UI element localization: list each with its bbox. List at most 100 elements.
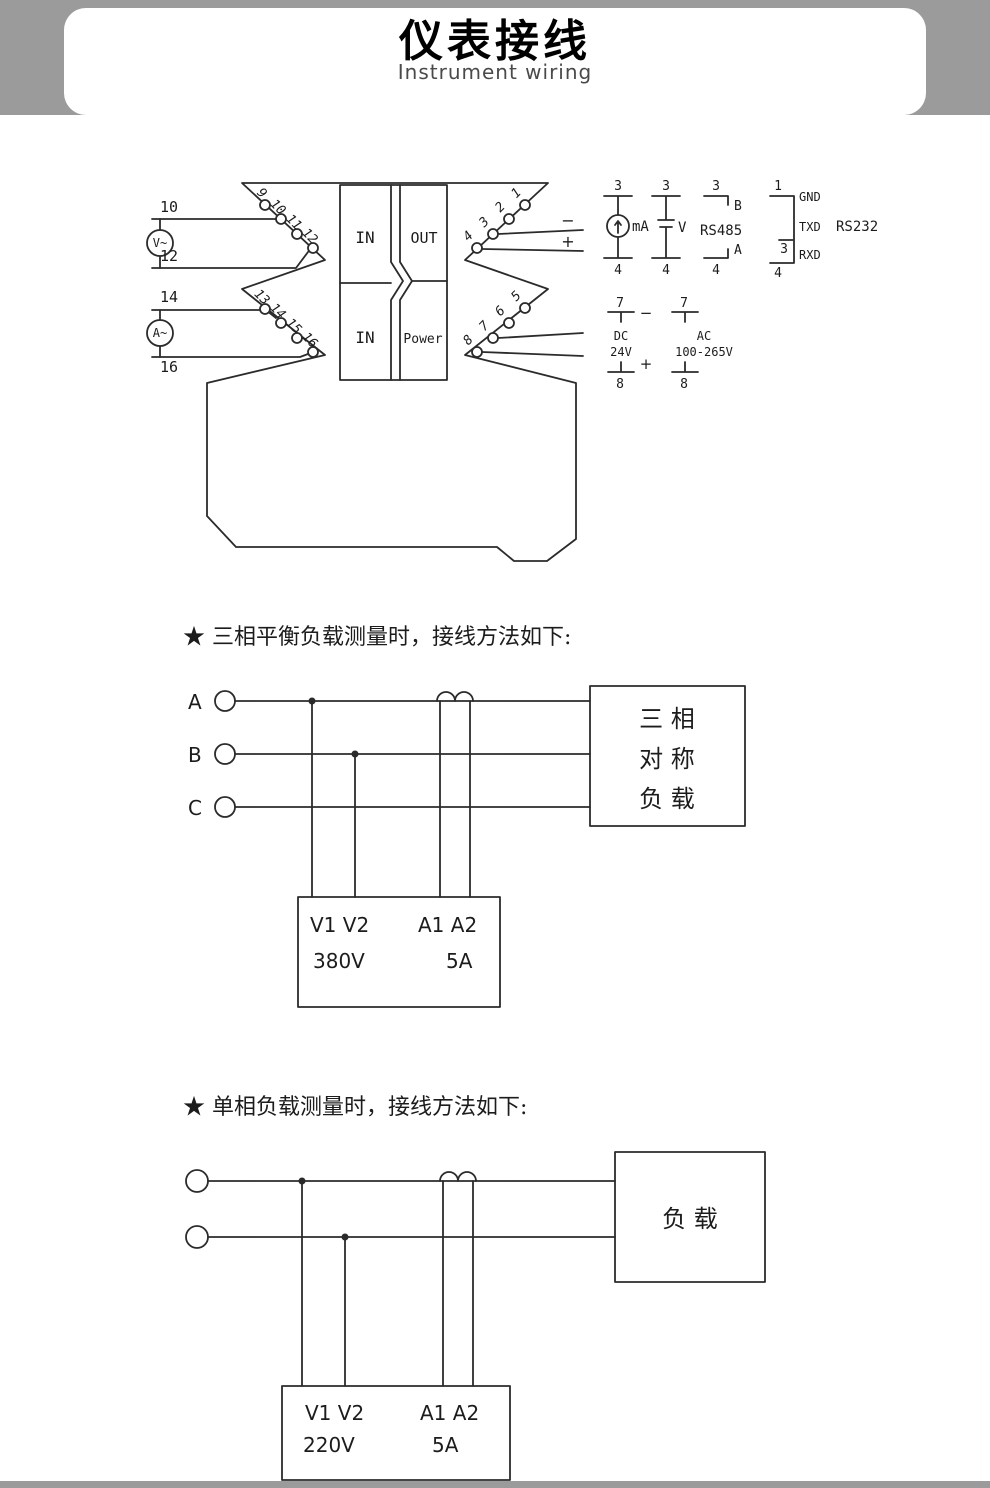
voltage-source-label: V~ [153, 236, 167, 250]
phase-c-label: C [188, 796, 202, 820]
terminal-circle-8 [471, 346, 483, 358]
load-box [589, 685, 746, 827]
terminal-circle-11 [291, 228, 303, 240]
terminal-circle-15 [291, 332, 303, 344]
inner-terminal-3: 3 [476, 214, 493, 231]
ma-label: mA [632, 219, 649, 235]
rs232-rxd-label: RXD [799, 248, 821, 262]
meter-drop-wires [301, 1180, 474, 1387]
output-wire-minus [497, 229, 584, 235]
v-terminal-brackets [651, 195, 681, 259]
meter-voltage-terminals: V1 V2 [310, 913, 369, 937]
wire-terminal-16 [151, 353, 309, 358]
inner-terminal-5: 5 [508, 288, 524, 304]
box-label-in-bottom: IN [355, 328, 374, 347]
single-phase-shapes [185, 1151, 766, 1481]
meter-drop-wires [311, 700, 471, 898]
terminal-circle-14 [275, 317, 287, 329]
meter-voltage-rating: 220V [303, 1433, 355, 1457]
voltage-source-symbol [146, 229, 174, 257]
three-phase-heading: ★ 三相平衡负载测量时，接线方法如下: [183, 625, 571, 650]
meter-current-terminals: A1 A2 [418, 913, 477, 937]
phase-b-label: B [188, 743, 202, 767]
terminal-circle-1 [519, 199, 531, 211]
rs232-gnd-label: GND [799, 190, 821, 204]
page-title: 仪表接线 [399, 16, 591, 67]
meter-box [297, 896, 501, 1008]
terminal-label-12: 12 [160, 247, 178, 265]
header: 仪表接线 Instrument wiring [0, 0, 990, 115]
input-terminal-top [185, 1169, 209, 1193]
rs232-terminal-brackets [769, 195, 795, 264]
current-source-symbol [146, 319, 174, 347]
ma-terminal-bottom: 4 [614, 263, 622, 278]
phase-a-label: A [188, 690, 202, 714]
isolation-divider-left [390, 184, 404, 381]
phase-c-terminal [214, 796, 236, 818]
terminal-label-16: 16 [160, 358, 178, 376]
terminal-circle-5 [519, 302, 531, 314]
dc-terminal-bottom: 8 [616, 377, 624, 392]
rs232-label: RS232 [836, 219, 878, 235]
v-label: V [678, 220, 687, 236]
v-terminal-bottom: 4 [662, 263, 670, 278]
load-label-line3: 负 载 [639, 785, 695, 813]
terminal-circle-2 [503, 213, 515, 225]
terminal-label-14: 14 [160, 288, 178, 306]
terminal-circle-13 [259, 303, 271, 315]
current-transformer-symbol [436, 691, 474, 702]
ac-terminal-bottom: 8 [680, 377, 688, 392]
current-source-label: A~ [153, 326, 167, 340]
output-minus-sign: − [561, 211, 574, 230]
wiring-shapes [146, 182, 795, 562]
rs232-txd-label: TXD [799, 220, 821, 234]
terminal-circle-4 [471, 242, 483, 254]
three-phase-wiring-diagram: ★ 三相平衡负载测量时，接线方法如下: A B C 三 相 对 称 负 载 V1… [183, 625, 746, 1008]
ac-label-line2: 100-265V [675, 345, 733, 359]
ac-terminal-top: 7 [680, 296, 688, 311]
rs485-terminal-brackets [703, 195, 729, 259]
output-wire-plus [481, 248, 584, 252]
rs485-pin-b: B [734, 199, 742, 214]
load-label-line1: 三 相 [639, 705, 695, 733]
meter-box [281, 1385, 511, 1481]
power-wire-top [497, 332, 584, 339]
dc-terminal-top: 7 [616, 296, 624, 311]
terminal-label-10: 10 [160, 198, 178, 216]
box-label-out: OUT [410, 229, 437, 247]
current-transformer-symbol [439, 1171, 477, 1182]
dc-terminal-brackets [607, 311, 635, 373]
footer-bar [0, 1481, 990, 1488]
box-label-in-top: IN [355, 228, 374, 247]
terminal-circle-3 [487, 228, 499, 240]
single-phase-heading: ★ 单相负载测量时，接线方法如下: [183, 1095, 527, 1120]
dc-minus-sign: − [640, 304, 653, 322]
ma-terminal-top: 3 [614, 179, 622, 194]
inner-terminal-7: 7 [476, 318, 492, 334]
rs232-terminal-txd: 3 [780, 242, 788, 257]
inner-terminal-9: 9 [253, 185, 269, 201]
inner-terminal-1: 1 [508, 185, 524, 201]
inner-terminal-8: 8 [460, 332, 476, 348]
wire-terminal-14 [151, 309, 277, 319]
header-card: 仪表接线 Instrument wiring [64, 8, 926, 115]
dc-label-line1: DC [614, 329, 628, 343]
page-subtitle: Instrument wiring [397, 60, 593, 85]
inner-terminal-6: 6 [492, 303, 508, 319]
dc-label-line2: 24V [610, 345, 632, 359]
current-arrow-icon [614, 220, 622, 234]
rs232-terminal-rxd: 4 [774, 266, 782, 281]
rs485-label: RS485 [700, 223, 742, 239]
inner-terminal-2: 2 [492, 199, 508, 215]
single-phase-wiring-diagram: ★ 单相负载测量时，接线方法如下: 负 载 V1 V2 A1 A2 220V 5… [183, 1095, 766, 1481]
rs485-terminal-bottom: 4 [712, 263, 720, 278]
terminal-circle-9 [259, 199, 271, 211]
v-terminal-top: 3 [662, 179, 670, 194]
dc-plus-sign: + [640, 355, 653, 373]
terminal-circle-6 [503, 317, 515, 329]
load-label-line2: 对 称 [639, 745, 695, 773]
inner-terminal-4: 4 [460, 228, 476, 244]
meter-current-terminals: A1 A2 [420, 1401, 479, 1425]
terminal-wiring-diagram: 10 12 14 16 V~ A~ 9 10 11 12 13 14 15 16… [146, 179, 878, 562]
